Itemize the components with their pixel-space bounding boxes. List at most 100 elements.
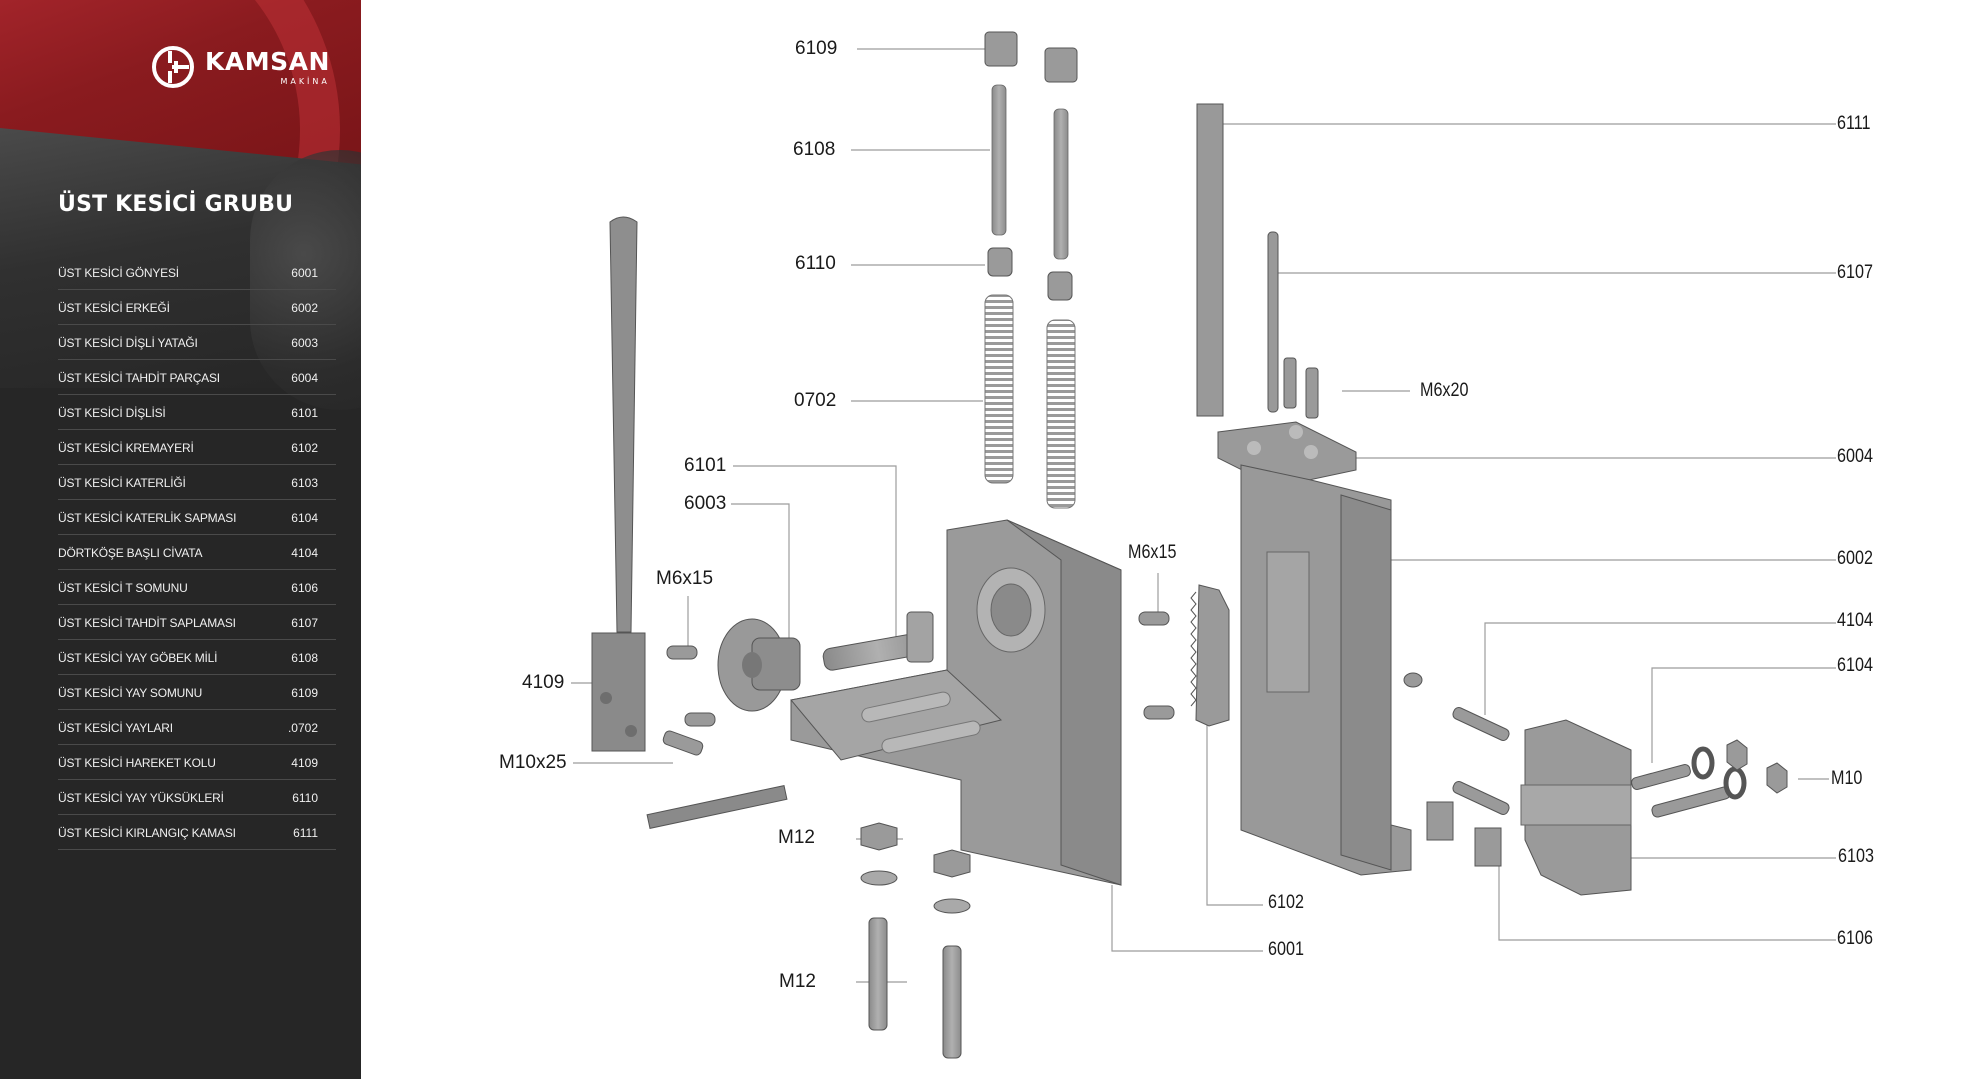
callout-6001: 6001 [1268, 939, 1304, 960]
callout-4104: 4104 [1837, 610, 1873, 631]
leader-6003 [731, 503, 790, 640]
parts-list-item[interactable]: ÜST KESİCİ DİŞLİ YATAĞI 6003 [58, 325, 336, 360]
parts-list-item[interactable]: ÜST KESİCİ TAHDİT PARÇASI 6004 [58, 360, 336, 395]
callout-m6x15-left: M6x15 [656, 568, 714, 589]
callout-m6x20: M6x20 [1420, 380, 1469, 401]
exploded-parts-diagram: 6109 6108 6110 0702 6101 6003 M6x15 4109… [361, 0, 1980, 1079]
part-6111-dovetail-key [1196, 103, 1224, 417]
callout-m10: M10 [1831, 768, 1863, 789]
brand-logo[interactable]: KAMSAN MAKİNA [151, 45, 330, 89]
part-code: 6109 [291, 685, 318, 700]
callout-6102: 6102 [1268, 892, 1304, 913]
part-name: ÜST KESİCİ ERKEĞİ [58, 300, 170, 315]
part-name: ÜST KESİCİ DİŞLİSİ [58, 405, 166, 420]
leader-6001 [1111, 885, 1263, 952]
part-name: ÜST KESİCİ HAREKET KOLU [58, 755, 216, 770]
part-code: 6110 [292, 790, 318, 805]
callout-6103: 6103 [1838, 846, 1874, 867]
callout-m10x25: M10x25 [499, 752, 567, 773]
part-code: .0702 [287, 720, 318, 735]
callout-6101: 6101 [684, 455, 727, 476]
page-title: ÜST KESİCİ GRUBU [58, 192, 294, 217]
parts-list-item[interactable]: DÖRTKÖŞE BAŞLI CİVATA 4104 [58, 535, 336, 570]
part-code: 6102 [291, 440, 318, 455]
parts-list-item[interactable]: ÜST KESİCİ T SOMUNU 6106 [58, 570, 336, 605]
part-name: ÜST KESİCİ DİŞLİ YATAĞI [58, 335, 198, 350]
part-6108-spring-shafts [991, 84, 1069, 260]
callout-m12-nut: M12 [778, 827, 815, 848]
callout-6107: 6107 [1837, 262, 1873, 283]
part-bolt-m10x25 [662, 730, 704, 756]
part-name: ÜST KESİCİ YAY GÖBEK MİLİ [58, 650, 218, 665]
part-code: 4109 [291, 755, 318, 770]
part-key-bar [646, 785, 788, 829]
parts-list-item[interactable]: ÜST KESİCİ TAHDİT SAPLAMASI 6107 [58, 605, 336, 640]
part-name: ÜST KESİCİ GÖNYESİ [58, 265, 179, 280]
part-6107-stop-stud [1267, 231, 1279, 413]
part-6003-gear-bearing [717, 618, 801, 712]
callout-6109: 6109 [795, 38, 838, 59]
part-name: ÜST KESİCİ KREMAYERİ [58, 440, 194, 455]
parts-list-item[interactable]: ÜST KESİCİ KREMAYERİ 6102 [58, 430, 336, 465]
part-name: ÜST KESİCİ YAYLARI [58, 720, 173, 735]
leader-4104 [1484, 622, 1836, 715]
part-name: ÜST KESİCİ T SOMUNU [58, 580, 188, 595]
leader-6101 [733, 465, 897, 640]
part-code: 6004 [291, 370, 318, 385]
parts-list-item[interactable]: ÜST KESİCİ ERKEĞİ 6002 [58, 290, 336, 325]
part-6104-studs [1631, 739, 1788, 818]
sidebar: KAMSAN MAKİNA ÜST KESİCİ GRUBU ÜST KESİC… [0, 0, 361, 1079]
leader-6104 [1651, 667, 1836, 763]
part-4104-square-bolts [1452, 707, 1510, 815]
part-code: 6002 [291, 300, 318, 315]
part-code: 6107 [291, 615, 318, 630]
kamsan-logo-icon [152, 46, 194, 88]
part-6001-main-bracket [790, 519, 1122, 886]
part-name: ÜST KESİCİ KATERLİĞİ [58, 475, 186, 490]
parts-list-item[interactable]: ÜST KESİCİ HAREKET KOLU 4109 [58, 745, 336, 780]
parts-list-item[interactable]: ÜST KESİCİ YAY SOMUNU 6109 [58, 675, 336, 710]
part-6110-bushings [987, 247, 1073, 301]
callout-6004: 6004 [1837, 446, 1873, 467]
part-6102-rack [1138, 584, 1230, 727]
part-code: 6001 [291, 265, 318, 280]
parts-list-item[interactable]: ÜST KESİCİ GÖNYESİ 6001 [58, 255, 336, 290]
part-name: ÜST KESİCİ KATERLİK SAPMASI [58, 510, 237, 525]
part-m12-hardware [860, 822, 971, 1059]
part-code: 6111 [293, 825, 318, 840]
part-code: 6108 [291, 650, 318, 665]
part-code: 6106 [291, 580, 318, 595]
part-4109-handle [591, 216, 646, 752]
callout-6108: 6108 [793, 139, 836, 160]
callout-0702: 0702 [794, 390, 837, 411]
background-tube-decoration [250, 150, 361, 410]
part-name: ÜST KESİCİ TAHDİT PARÇASI [58, 370, 220, 385]
diagram-drawing [571, 31, 1836, 1059]
leader-6102 [1206, 725, 1263, 906]
part-name: ÜST KESİCİ TAHDİT SAPLAMASI [58, 615, 236, 630]
part-code: 6003 [291, 335, 318, 350]
part-code: 6103 [291, 475, 318, 490]
leader-6106 [1498, 866, 1836, 941]
parts-list-item[interactable]: ÜST KESİCİ YAYLARI .0702 [58, 710, 336, 745]
parts-list-item[interactable]: ÜST KESİCİ KATERLİĞİ 6103 [58, 465, 336, 500]
part-screws-m6x15-left [666, 645, 716, 727]
part-name: ÜST KESİCİ YAY SOMUNU [58, 685, 203, 700]
part-0702-springs [984, 294, 1076, 509]
part-m6x20-screws [1283, 357, 1319, 419]
callout-6002: 6002 [1837, 548, 1873, 569]
callout-6003: 6003 [684, 493, 727, 514]
part-name: DÖRTKÖŞE BAŞLI CİVATA [58, 545, 203, 560]
callout-4109: 4109 [522, 672, 565, 693]
callout-6104: 6104 [1837, 655, 1873, 676]
part-code: 4104 [291, 545, 318, 560]
parts-list-item[interactable]: ÜST KESİCİ YAY GÖBEK MİLİ 6108 [58, 640, 336, 675]
part-6002-male-slide [1240, 464, 1423, 876]
callout-6110: 6110 [795, 253, 836, 274]
callout-m12-stud: M12 [779, 971, 816, 992]
